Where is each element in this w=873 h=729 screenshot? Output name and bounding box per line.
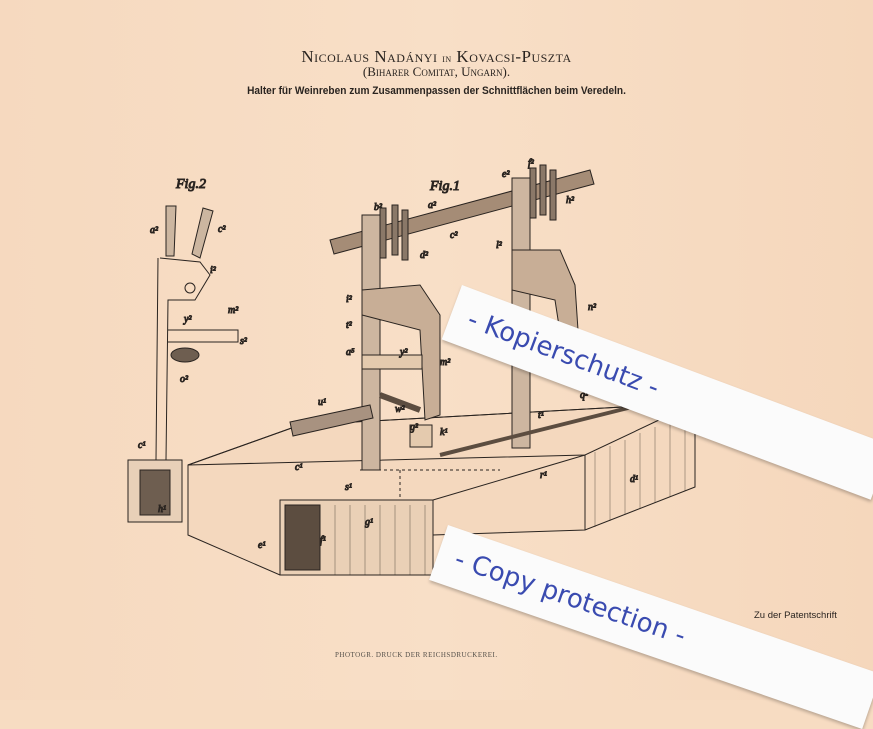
part-label: b² xyxy=(374,202,383,213)
part-label: e² xyxy=(502,169,510,180)
part-label: y² xyxy=(183,314,192,325)
part-label: y² xyxy=(399,347,408,358)
part-label: w² xyxy=(395,404,406,415)
part-label: t¹ xyxy=(538,410,544,421)
part-label: i² xyxy=(210,265,217,276)
part-label: a⁵ xyxy=(346,347,355,358)
inventor-in: in xyxy=(442,53,452,65)
part-label: r¹ xyxy=(540,470,547,481)
part-label: u¹ xyxy=(318,397,326,408)
patent-title: Halter für Weinreben zum Zusammenpassen … xyxy=(247,85,626,97)
part-label: t² xyxy=(346,320,353,331)
part-label: h¹ xyxy=(158,504,166,515)
part-label: f² xyxy=(528,158,535,169)
part-label: c² xyxy=(450,230,458,241)
figure-2: Fig.2 a² c² i² m² y² s² o² c¹ h¹ xyxy=(127,177,248,523)
part-label: s¹ xyxy=(345,482,352,493)
part-label: o² xyxy=(180,374,189,385)
part-label: g¹ xyxy=(365,517,373,528)
part-label: n² xyxy=(588,302,597,313)
part-label: l² xyxy=(496,240,503,251)
part-label: s² xyxy=(240,336,248,347)
patent-drawing: Fig.2 a² c² i² m² y² s² o² c¹ h¹ Fig.1 xyxy=(127,158,696,576)
part-label: k¹ xyxy=(440,427,447,438)
part-label: m² xyxy=(228,305,239,316)
part-label: g² xyxy=(410,422,419,433)
inventor-line: Nicolaus Nadányi in Kovacsi-Puszta xyxy=(0,47,873,67)
part-label: d¹ xyxy=(630,474,638,485)
figure-1: Fig.1 xyxy=(187,158,696,576)
part-label: f¹ xyxy=(320,535,326,546)
fig1-label: Fig.1 xyxy=(429,179,460,194)
fig2-label: Fig.2 xyxy=(175,177,206,192)
printer-imprint: PHOTOGR. DRUCK DER REICHSDRUCKEREI. xyxy=(335,651,498,659)
part-label: q² xyxy=(580,390,589,401)
part-label: a² xyxy=(428,200,437,211)
part-label: m² xyxy=(440,357,451,368)
part-label: c¹ xyxy=(295,462,302,473)
patent-reference: Zu der Patentschrift xyxy=(754,610,837,621)
part-label: c¹ xyxy=(138,440,145,451)
part-label: h² xyxy=(566,195,575,206)
part-label: d² xyxy=(420,250,429,261)
part-label: i² xyxy=(346,294,353,305)
part-label: c² xyxy=(218,224,226,235)
part-label: a² xyxy=(150,225,159,236)
inventor-region: (Biharer Comitat, Ungarn). xyxy=(362,64,511,79)
inventor-name: Nicolaus Nadányi xyxy=(301,47,438,66)
part-label: e¹ xyxy=(258,540,265,551)
inventor-place: Kovacsi-Puszta xyxy=(456,47,572,66)
